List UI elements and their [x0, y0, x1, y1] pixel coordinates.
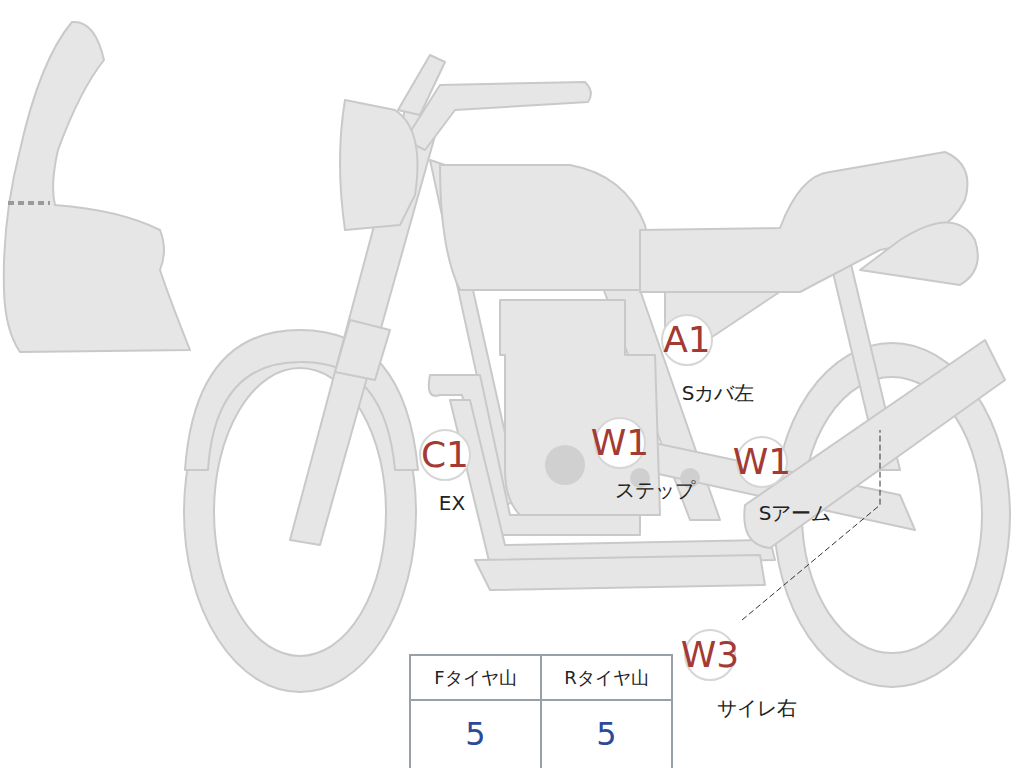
damage-code: W3	[684, 629, 736, 681]
table-value: 5	[410, 700, 541, 768]
callout-circle: A1Sカバ左	[661, 314, 713, 366]
tail	[860, 223, 978, 286]
damage-code: W1	[736, 436, 788, 488]
part-name: Sカバ左	[682, 382, 755, 404]
damage-code: C1	[419, 429, 471, 481]
fuel-tank	[440, 165, 649, 290]
part-name: サイレ右	[717, 697, 797, 719]
front-fairing	[4, 22, 190, 352]
part-name: ステップ	[615, 479, 695, 501]
damage-code: W1	[594, 417, 646, 469]
headlight	[340, 100, 418, 230]
handlebar	[405, 82, 591, 150]
table-header: Fタイヤ山	[410, 655, 541, 700]
callout-circle: W1Sアーム	[736, 436, 788, 488]
part-name: EX	[439, 492, 465, 514]
table-value: 5	[541, 700, 672, 768]
damage-code: A1	[661, 314, 713, 366]
callout-circle: W3サイレ右	[684, 629, 736, 681]
part-name: Sアーム	[759, 502, 832, 524]
callout-circle: C1EX	[419, 429, 471, 481]
callout-circle: W1ステップ	[594, 417, 646, 469]
table-header: Rタイヤ山	[541, 655, 672, 700]
tread-table	[410, 655, 672, 768]
